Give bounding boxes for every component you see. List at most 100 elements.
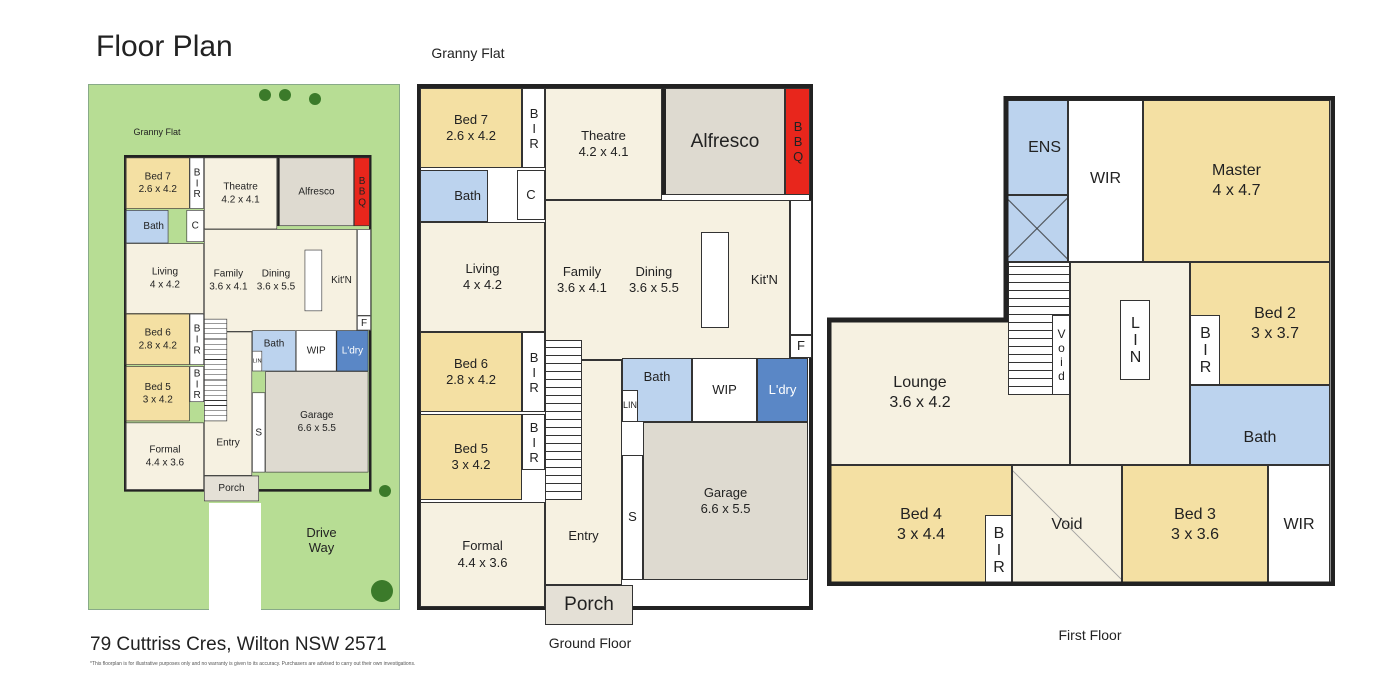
bir: BIR xyxy=(522,414,545,470)
room-size: 4.2 x 4.1 xyxy=(221,194,260,205)
kitchen-bench xyxy=(357,229,371,316)
linen: LIN xyxy=(1120,300,1150,380)
room-size: 3 x 4.4 xyxy=(896,526,946,543)
room-name: Formal xyxy=(149,443,181,455)
room-wir-master: WIR xyxy=(1068,100,1143,262)
bbq: BBQ xyxy=(785,88,810,195)
room-granny-bath: Bath xyxy=(125,210,169,244)
room-wip: WIP xyxy=(295,330,337,372)
tree-icon xyxy=(371,580,393,602)
room-name: Dining xyxy=(261,268,291,280)
room-laundry: L'dry xyxy=(757,358,808,422)
room-size: 2.8 x 4.2 xyxy=(446,372,496,387)
bir: BIR xyxy=(189,157,204,209)
ground-floor-caption: Ground Floor xyxy=(548,635,632,651)
room-name: Bed 5 xyxy=(454,440,488,456)
room-name: Bed 6 xyxy=(144,327,171,339)
room-size: 3.6 x 4.1 xyxy=(209,281,248,292)
room-size: 3.6 x 4.1 xyxy=(557,280,607,295)
room-name: Living xyxy=(465,260,500,276)
tree-icon xyxy=(309,93,321,105)
room-alfresco: Alfresco xyxy=(662,88,785,195)
first-floor-outline xyxy=(827,96,1335,586)
room-name: Garage xyxy=(703,484,748,500)
fridge: F xyxy=(790,335,812,358)
room-size: 2.6 x 4.2 xyxy=(446,128,496,143)
storage: S xyxy=(252,392,266,473)
room-size: 4.4 x 3.6 xyxy=(457,554,508,570)
room-name: Living xyxy=(151,266,179,278)
void: Void xyxy=(1012,465,1122,585)
room-size: 3 x 3.7 xyxy=(1250,324,1300,342)
site-granny-flat-label: Granny Flat xyxy=(133,127,181,137)
room-name: Garage xyxy=(300,409,334,421)
room-bath: Bath xyxy=(1190,385,1330,465)
room-size: 4 x 4.2 xyxy=(149,279,180,291)
room-kitchen: Kit'N xyxy=(331,274,352,286)
room-size: 2.8 x 4.2 xyxy=(138,339,177,351)
linen: LIN xyxy=(252,350,263,372)
room-size: 2.6 x 4.2 xyxy=(138,183,177,195)
property-address: 79 Cuttriss Cres, Wilton NSW 2571 xyxy=(90,634,387,655)
room-name: Family xyxy=(562,263,602,279)
storage: S xyxy=(622,455,643,580)
driveway xyxy=(209,503,261,610)
room-name: Bed 2 xyxy=(1254,304,1296,322)
bir: BIR xyxy=(1190,315,1220,385)
porch: Porch xyxy=(545,585,633,625)
room-granny-bath: Bath xyxy=(420,170,488,222)
staircase xyxy=(204,318,228,422)
bbq: BBQ xyxy=(354,157,370,227)
room-name: Bed 6 xyxy=(454,355,488,371)
tree-icon xyxy=(279,89,291,101)
fridge: F xyxy=(357,315,371,331)
room-alfresco: Alfresco xyxy=(277,157,354,227)
room-name: Bath xyxy=(643,369,671,384)
shower xyxy=(1006,195,1068,262)
room-name: Formal xyxy=(462,538,503,554)
void-stair: Void xyxy=(1052,315,1070,395)
bir: BIR xyxy=(522,88,545,168)
room-size: 4 x 4.2 xyxy=(462,277,503,292)
bir: BIR xyxy=(522,332,545,412)
bir: BIR xyxy=(189,313,204,365)
linen: LIN xyxy=(622,390,638,422)
kitchen-island xyxy=(304,249,322,312)
disclaimer: *This floorplan is for illustrative purp… xyxy=(90,661,416,667)
driveway-label: Drive Way xyxy=(306,525,337,555)
room-name: Theatre xyxy=(223,181,258,193)
room-name: Lounge xyxy=(893,373,947,391)
granny-flat-label: Granny Flat xyxy=(431,45,505,61)
kitchen-island xyxy=(700,232,729,328)
first-floor-caption: First Floor xyxy=(1058,627,1122,643)
room-size: 3.6 x 4.2 xyxy=(889,393,951,411)
porch: Porch xyxy=(204,475,259,502)
room-name: Bed 7 xyxy=(454,111,488,127)
room-size: 4.4 x 3.6 xyxy=(145,456,185,468)
room-name: Bed 7 xyxy=(144,171,171,182)
room-ensuite: ENS xyxy=(1006,100,1068,195)
room-name: Dining xyxy=(635,263,673,279)
tree-icon xyxy=(259,89,271,101)
tree-icon xyxy=(379,485,391,497)
room-name: Master xyxy=(1212,162,1261,179)
room-laundry: L'dry xyxy=(336,330,369,372)
room-wip: WIP xyxy=(692,358,757,422)
staircase xyxy=(545,340,582,500)
